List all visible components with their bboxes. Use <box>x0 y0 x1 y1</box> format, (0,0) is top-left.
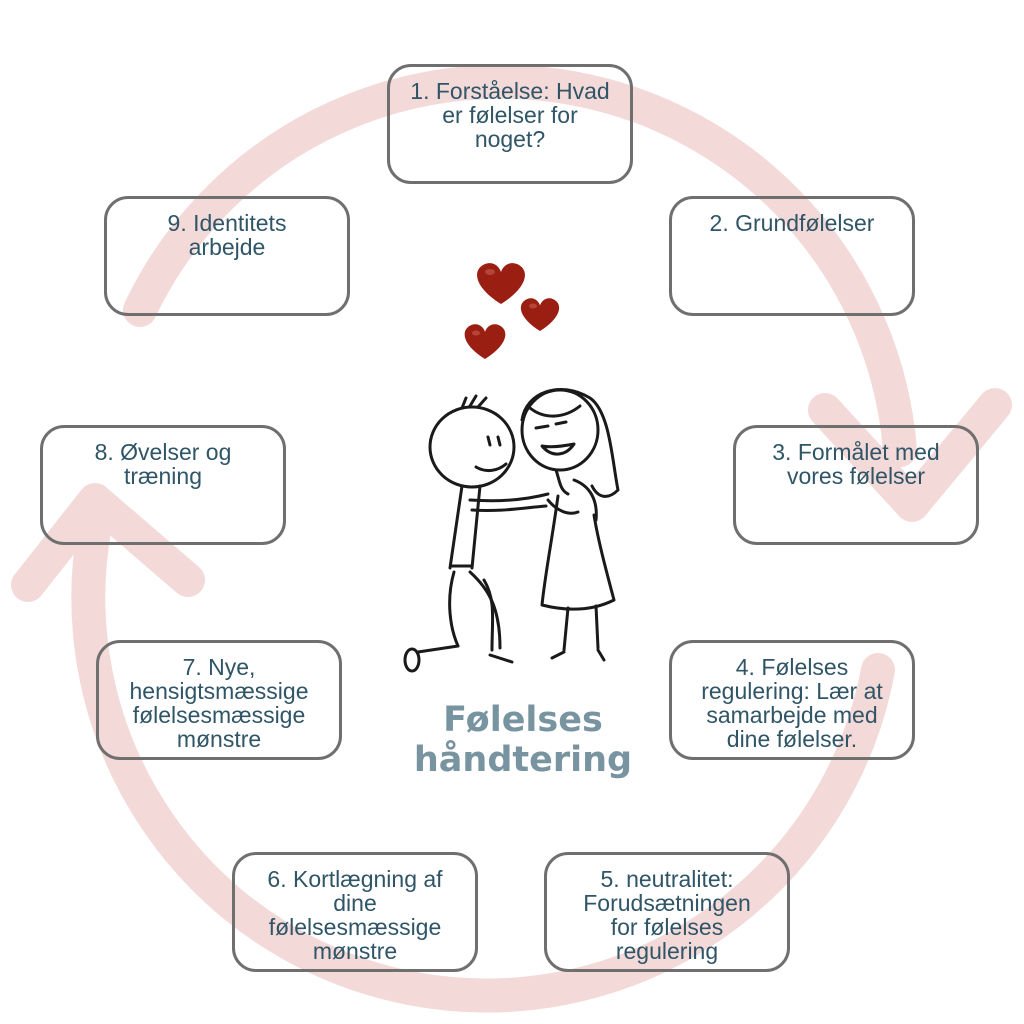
diagram-title: Følelses håndtering <box>413 700 633 780</box>
step-label-9: 9. Identitets arbejde <box>167 210 287 260</box>
step-label-2: 2. Grundfølelser <box>709 210 875 236</box>
step-label-1: 1. Forståelse: Hvad er følelser for noge… <box>410 78 610 152</box>
step-box-6: 6. Kortlægning af dine følelsesmæssige m… <box>232 852 478 972</box>
step-box-7: 7. Nye, hensigtsmæssige følelsesmæssige … <box>96 640 342 760</box>
step-label-5: 5. neutralitet: Forudsætningen for følel… <box>583 866 751 964</box>
step-label-6: 6. Kortlægning af dine følelsesmæssige m… <box>267 866 443 964</box>
cycle-arrowhead-left <box>11 483 205 602</box>
step-box-1: 1. Forståelse: Hvad er følelser for noge… <box>387 64 633 184</box>
step-box-8: 8. Øvelser og træning <box>40 425 286 545</box>
step-label-4: 4. Følelses regulering: Lær at samarbejd… <box>701 654 883 752</box>
man-head <box>428 405 516 489</box>
step-box-4: 4. Følelses regulering: Lær at samarbejd… <box>669 640 915 760</box>
step-box-9: 9. Identitets arbejde <box>104 196 350 316</box>
woman-head <box>520 388 600 472</box>
cycle-arc-upper <box>123 64 917 467</box>
cycle-arc-lower <box>71 508 895 1013</box>
step-label-7: 7. Nye, hensigtsmæssige følelsesmæssige … <box>129 654 309 752</box>
step-box-2: 2. Grundfølelser <box>669 196 915 316</box>
step-label-3: 3. Formålet med vores følelser <box>772 439 940 489</box>
step-box-3: 3. Formålet med vores følelser <box>733 425 979 545</box>
step-box-5: 5. neutralitet: Forudsætningen for følel… <box>544 852 790 972</box>
step-label-8: 8. Øvelser og træning <box>94 439 232 489</box>
